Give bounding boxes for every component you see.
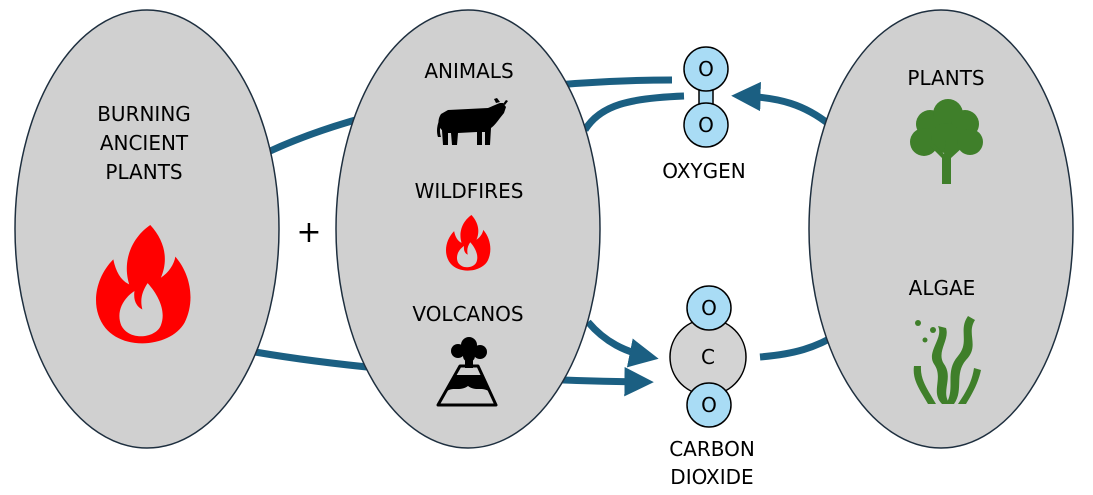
wildfires-label: WILDFIRES <box>415 179 524 203</box>
co2-oxygen-top-symbol: O <box>701 296 717 320</box>
oxygen-molecule: O O OXYGEN <box>662 46 746 183</box>
plus-sign: + <box>296 215 321 250</box>
oxygen-label: OXYGEN <box>662 159 745 183</box>
fire-icon <box>96 225 191 344</box>
cow-icon <box>437 98 508 145</box>
co2-oxygen-bottom-symbol: O <box>701 393 717 417</box>
arrow-middle-to-co2 <box>585 319 659 368</box>
co2-oxygen-atom-top <box>686 285 732 331</box>
carbon-dioxide-label-line-2: DIOXIDE <box>670 465 753 489</box>
oxygen-atom-top <box>683 46 729 92</box>
algae-label: ALGAE <box>909 276 976 300</box>
volcanos-label: VOLCANOS <box>412 302 523 326</box>
plants-label: PLANTS <box>907 66 984 90</box>
sources-group: ANIMALS WILDFIRES VOLCANOS <box>335 9 601 449</box>
animals-label: ANIMALS <box>424 59 513 83</box>
volcano-icon <box>436 337 498 407</box>
left-label-line-2: ANCIENT <box>100 131 189 155</box>
fire-icon <box>445 215 491 271</box>
oxygen-atom-bottom-symbol: O <box>698 113 714 137</box>
carbon-dioxide-label-line-1: CARBON <box>669 437 755 461</box>
oxygen-atom-bottom <box>683 102 729 148</box>
producers-group: PLANTS ALGAE <box>808 9 1074 449</box>
carbon-dioxide-molecule: O C O CARBON DIOXIDE <box>669 285 755 489</box>
left-label-line-1: BURNING <box>97 102 191 126</box>
burning-ancient-plants-group: BURNING ANCIENT PLANTS <box>14 9 280 449</box>
oxygen-atom-top-symbol: O <box>698 57 714 81</box>
carbon-symbol: C <box>701 345 715 369</box>
arrow-plants-to-oxygen <box>731 81 833 128</box>
tree-icon <box>910 99 983 184</box>
right-ellipse <box>808 9 1074 449</box>
co2-oxygen-atom-bottom <box>686 382 732 428</box>
arc-middle-from-oxygen <box>582 92 685 132</box>
left-label-line-3: PLANTS <box>105 160 182 184</box>
seaweed-icon <box>913 316 981 404</box>
